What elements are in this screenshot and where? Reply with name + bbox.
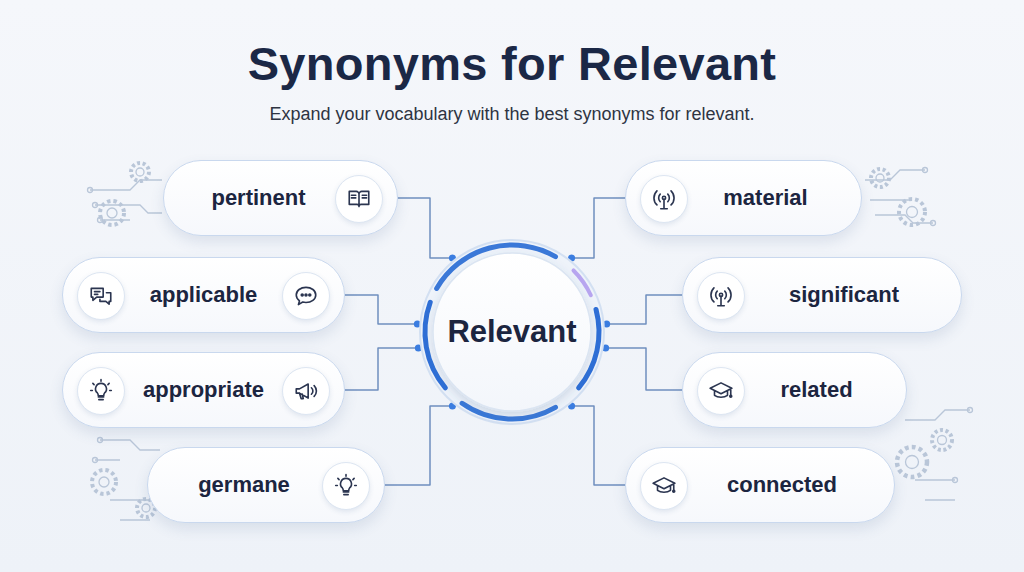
central-circle: Relevant — [417, 237, 607, 427]
connector-line — [602, 345, 682, 391]
synonym-label: pertinent — [211, 185, 305, 211]
connector-line — [345, 295, 421, 328]
connector-line — [603, 295, 682, 328]
connector-path — [345, 295, 417, 324]
synonym-icon — [335, 175, 383, 223]
connector-line — [568, 198, 625, 262]
synonym-label: material — [723, 185, 807, 211]
synonym-icon — [697, 367, 745, 415]
connector-path — [607, 295, 682, 324]
connector-line — [345, 345, 422, 391]
connector-path — [572, 406, 625, 485]
synonym-pill: pertinent — [163, 160, 398, 236]
synonym-pill: germane — [147, 447, 385, 523]
synonym-label: appropriate — [143, 377, 264, 403]
connector-path — [385, 406, 452, 485]
synonym-icon — [640, 175, 688, 223]
synonym-label: related — [780, 377, 852, 403]
synonym-pill: appropriate — [62, 352, 345, 428]
synonym-icon — [322, 462, 370, 510]
synonym-icon — [282, 367, 330, 415]
diagram-title: Synonyms for Relevant — [0, 36, 1024, 91]
connector-line — [385, 403, 456, 486]
synonym-label: significant — [789, 282, 899, 308]
connector-path — [398, 198, 452, 258]
synonym-pill: significant — [682, 257, 962, 333]
hub-label: Relevant — [447, 314, 576, 350]
synonym-pill: material — [625, 160, 862, 236]
synonym-icon — [282, 272, 330, 320]
synonym-pill: related — [682, 352, 907, 428]
synonym-icon — [697, 272, 745, 320]
connector-line — [398, 198, 456, 262]
synonym-pill: connected — [625, 447, 895, 523]
synonym-label: connected — [727, 472, 837, 498]
synonym-pill: applicable — [62, 257, 345, 333]
synonym-icon — [77, 272, 125, 320]
diagram-caption: Expand your vocabulary with the best syn… — [0, 104, 1024, 125]
synonym-icon — [77, 367, 125, 415]
connector-path — [606, 348, 682, 390]
synonym-label: applicable — [150, 282, 258, 308]
connector-path — [572, 198, 625, 258]
connector-line — [568, 403, 625, 486]
synonym-label: germane — [198, 472, 290, 498]
connector-path — [345, 348, 418, 390]
synonym-icon — [640, 462, 688, 510]
